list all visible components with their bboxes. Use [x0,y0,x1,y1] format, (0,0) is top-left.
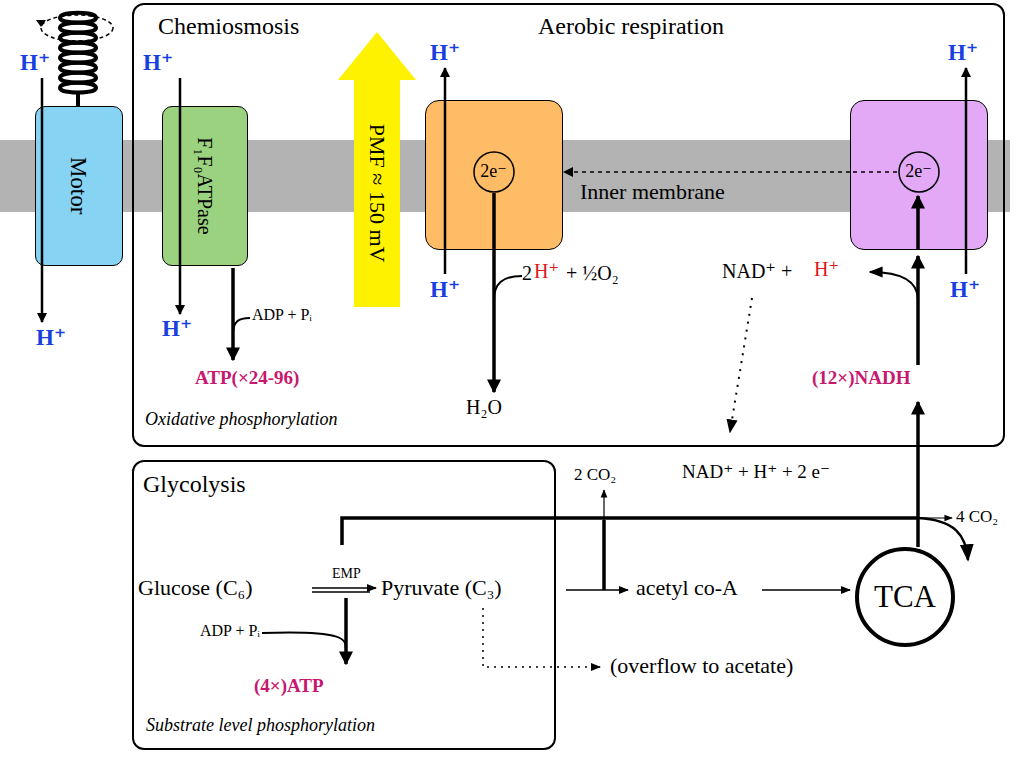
node-label: TCA [874,580,936,614]
node-label: Motor [66,157,91,215]
process-note: Substrate level phosphorylation [146,716,375,736]
flagellum-coil [60,13,96,106]
motor-box: Motor [35,106,123,266]
reaction-label: 2 [522,262,532,284]
proton-label: H⁺ [20,50,50,75]
electron-transfer [563,167,850,177]
region-heading: Glycolysis [143,471,246,497]
metabolite-label: acetyl co-A [636,576,738,600]
rotation-ellipse [41,15,113,41]
region-heading: Aerobic respiration [538,13,724,39]
process-region: Glycolysis [132,460,556,750]
product-label: ATP(×24-96) [195,368,299,389]
proton-label: H⁺ [950,277,980,302]
product-label: H₂O [466,396,502,418]
reactant-label: ADP + Pᵢ [200,622,260,640]
node-label: 2e⁻ [905,162,932,182]
region-heading: Chemiosmosis [158,13,299,39]
node-label: F₁F₀ATPase [194,137,216,234]
proton-label: H⁺ [430,40,460,65]
process-note: Oxidative phosphorylation [145,410,337,430]
proton-label: H⁺ [143,50,173,75]
node-label: PMF ≈ 150 mV [365,124,389,263]
proton-label: H⁺ [162,316,192,341]
product-label: 2 CO₂ [574,466,616,485]
complex-box: 2e⁻ [425,100,563,250]
node-label: 2e⁻ [480,162,507,182]
proton-label: H⁺ [814,258,839,280]
reaction-label: NAD⁺ + [722,260,792,282]
pathway-label: EMP [332,566,361,581]
water-flow [494,276,522,300]
reaction-label: NAD⁺ + H⁺ + 2 e⁻ [682,462,830,483]
reaction-label: + ½O₂ [566,262,619,284]
atpase-box: F₁F₀ATPase [162,106,248,266]
reactant-label: ADP + Pᵢ [252,306,312,324]
rotation-head [36,20,46,27]
metabolite-label: Glucose (C₆) [138,576,253,600]
proton-label: H⁺ [948,40,978,65]
proton-label: H⁺ [430,277,460,302]
pathway-note: (overflow to acetate) [610,654,793,678]
product-label: 4 CO₂ [956,508,998,527]
complex-box: 2e⁻ [850,100,988,250]
proton-label: H⁺ [534,260,559,282]
pmf-arrow: PMF ≈ 150 mV [338,32,416,307]
metabolite-label: Pyruvate (C₃) [381,576,502,600]
product-label: (12×)NADH [812,368,910,389]
product-label: (4×)ATP [254,676,324,697]
cycle-circle: TCA [855,547,955,647]
proton-label: H⁺ [36,325,66,350]
membrane-label: Inner membrane [580,180,725,204]
